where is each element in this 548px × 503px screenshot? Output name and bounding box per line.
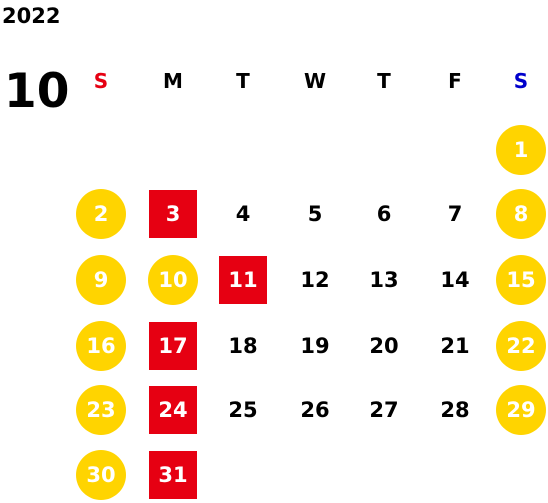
day-cell-2[interactable]: 2 [76, 189, 126, 239]
day-cell-11[interactable]: 11 [219, 256, 267, 304]
day-cell-9[interactable]: 9 [76, 255, 126, 305]
day-cell-17[interactable]: 17 [149, 322, 197, 370]
day-cell-20[interactable]: 20 [369, 333, 399, 358]
day-cell-25[interactable]: 25 [228, 397, 258, 422]
day-cell-3[interactable]: 3 [149, 190, 197, 238]
day-cell-13[interactable]: 13 [369, 267, 399, 292]
weekday-header-0: S [93, 69, 109, 93]
day-cell-29[interactable]: 29 [496, 385, 546, 435]
day-cell-5[interactable]: 5 [307, 201, 323, 226]
day-cell-18[interactable]: 18 [228, 333, 258, 358]
day-cell-8[interactable]: 8 [496, 189, 546, 239]
month-label: 10 [4, 64, 70, 119]
weekday-header-6: S [513, 69, 529, 93]
day-cell-15[interactable]: 15 [496, 255, 546, 305]
year-label: 2022 [2, 4, 61, 28]
day-cell-7[interactable]: 7 [447, 201, 463, 226]
day-cell-10[interactable]: 10 [148, 255, 198, 305]
day-cell-12[interactable]: 12 [300, 267, 330, 292]
day-cell-24[interactable]: 24 [149, 386, 197, 434]
day-cell-19[interactable]: 19 [300, 333, 330, 358]
day-cell-16[interactable]: 16 [76, 321, 126, 371]
weekday-header-5: F [448, 69, 462, 93]
day-cell-30[interactable]: 30 [76, 450, 126, 500]
day-cell-14[interactable]: 14 [440, 267, 470, 292]
weekday-header-1: M [163, 69, 183, 93]
weekday-header-3: W [303, 69, 327, 93]
day-cell-28[interactable]: 28 [440, 397, 470, 422]
day-cell-4[interactable]: 4 [235, 201, 251, 226]
day-cell-6[interactable]: 6 [376, 201, 392, 226]
day-cell-27[interactable]: 27 [369, 397, 399, 422]
weekday-header-4: T [377, 69, 391, 93]
day-cell-31[interactable]: 31 [149, 451, 197, 499]
day-cell-1[interactable]: 1 [496, 125, 546, 175]
day-cell-23[interactable]: 23 [76, 385, 126, 435]
day-cell-26[interactable]: 26 [300, 397, 330, 422]
day-cell-21[interactable]: 21 [440, 333, 470, 358]
day-cell-22[interactable]: 22 [496, 321, 546, 371]
weekday-header-2: T [236, 69, 250, 93]
